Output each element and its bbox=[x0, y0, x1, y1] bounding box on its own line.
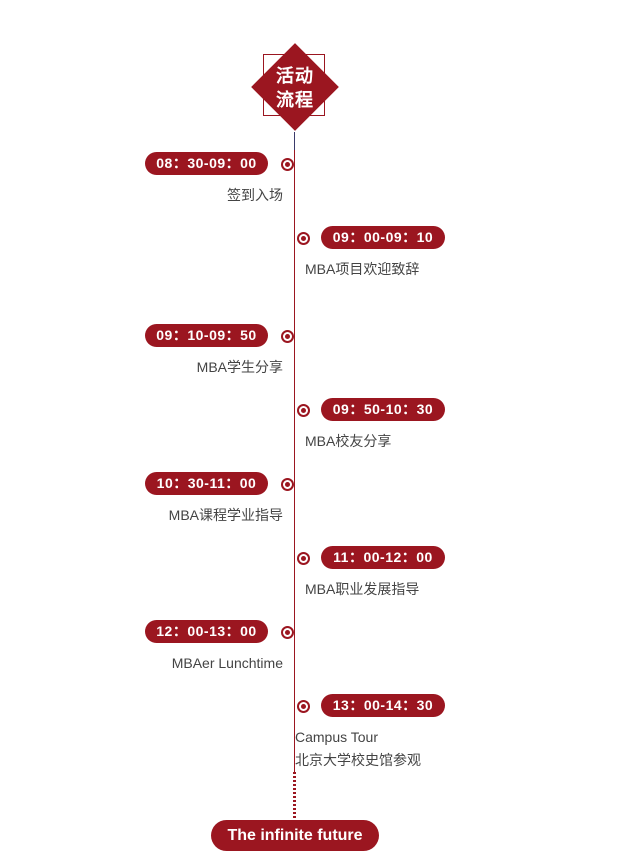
timeline-node bbox=[297, 232, 310, 245]
timeline-spine bbox=[294, 132, 295, 772]
time-pill: 11：00-12：00 bbox=[321, 546, 445, 569]
time-pill: 09：10-09：50 bbox=[145, 324, 268, 347]
item-title: MBA项目欢迎致辞 bbox=[305, 261, 420, 277]
item-title: MBAer Lunchtime bbox=[171, 655, 283, 671]
timeline-node bbox=[297, 552, 310, 565]
item-title: Campus Tour bbox=[295, 729, 379, 745]
header-title-line1: 活动 bbox=[276, 66, 314, 86]
timeline-node bbox=[281, 158, 294, 171]
header-title: 活动 流程 bbox=[250, 64, 340, 112]
timeline-node bbox=[297, 700, 310, 713]
item-title: MBA职业发展指导 bbox=[305, 581, 420, 597]
time-pill: 09：00-09：10 bbox=[321, 226, 445, 249]
time-pill: 08：30-09：00 bbox=[145, 152, 268, 175]
item-title: MBA校友分享 bbox=[305, 433, 392, 449]
header-title-line2: 流程 bbox=[276, 90, 314, 110]
item-title: 签到入场 bbox=[227, 187, 283, 203]
timeline-node bbox=[281, 478, 294, 491]
header-badge: 活动 流程 bbox=[250, 42, 340, 132]
timeline-node bbox=[281, 626, 294, 639]
footer-slogan: The infinite future bbox=[211, 820, 379, 851]
timeline-node bbox=[281, 330, 294, 343]
item-subtitle: 北京大学校史馆参观 bbox=[295, 752, 421, 768]
time-pill: 13：00-14：30 bbox=[321, 694, 445, 717]
item-title: MBA课程学业指导 bbox=[168, 507, 283, 523]
timeline-spine-top bbox=[294, 132, 295, 150]
time-pill: 10：30-11：00 bbox=[145, 472, 268, 495]
item-title: MBA学生分享 bbox=[196, 359, 283, 375]
timeline-node bbox=[297, 404, 310, 417]
time-pill: 09：50-10：30 bbox=[321, 398, 445, 421]
timeline-dotted-end bbox=[293, 772, 296, 820]
time-pill: 12：00-13：00 bbox=[145, 620, 268, 643]
